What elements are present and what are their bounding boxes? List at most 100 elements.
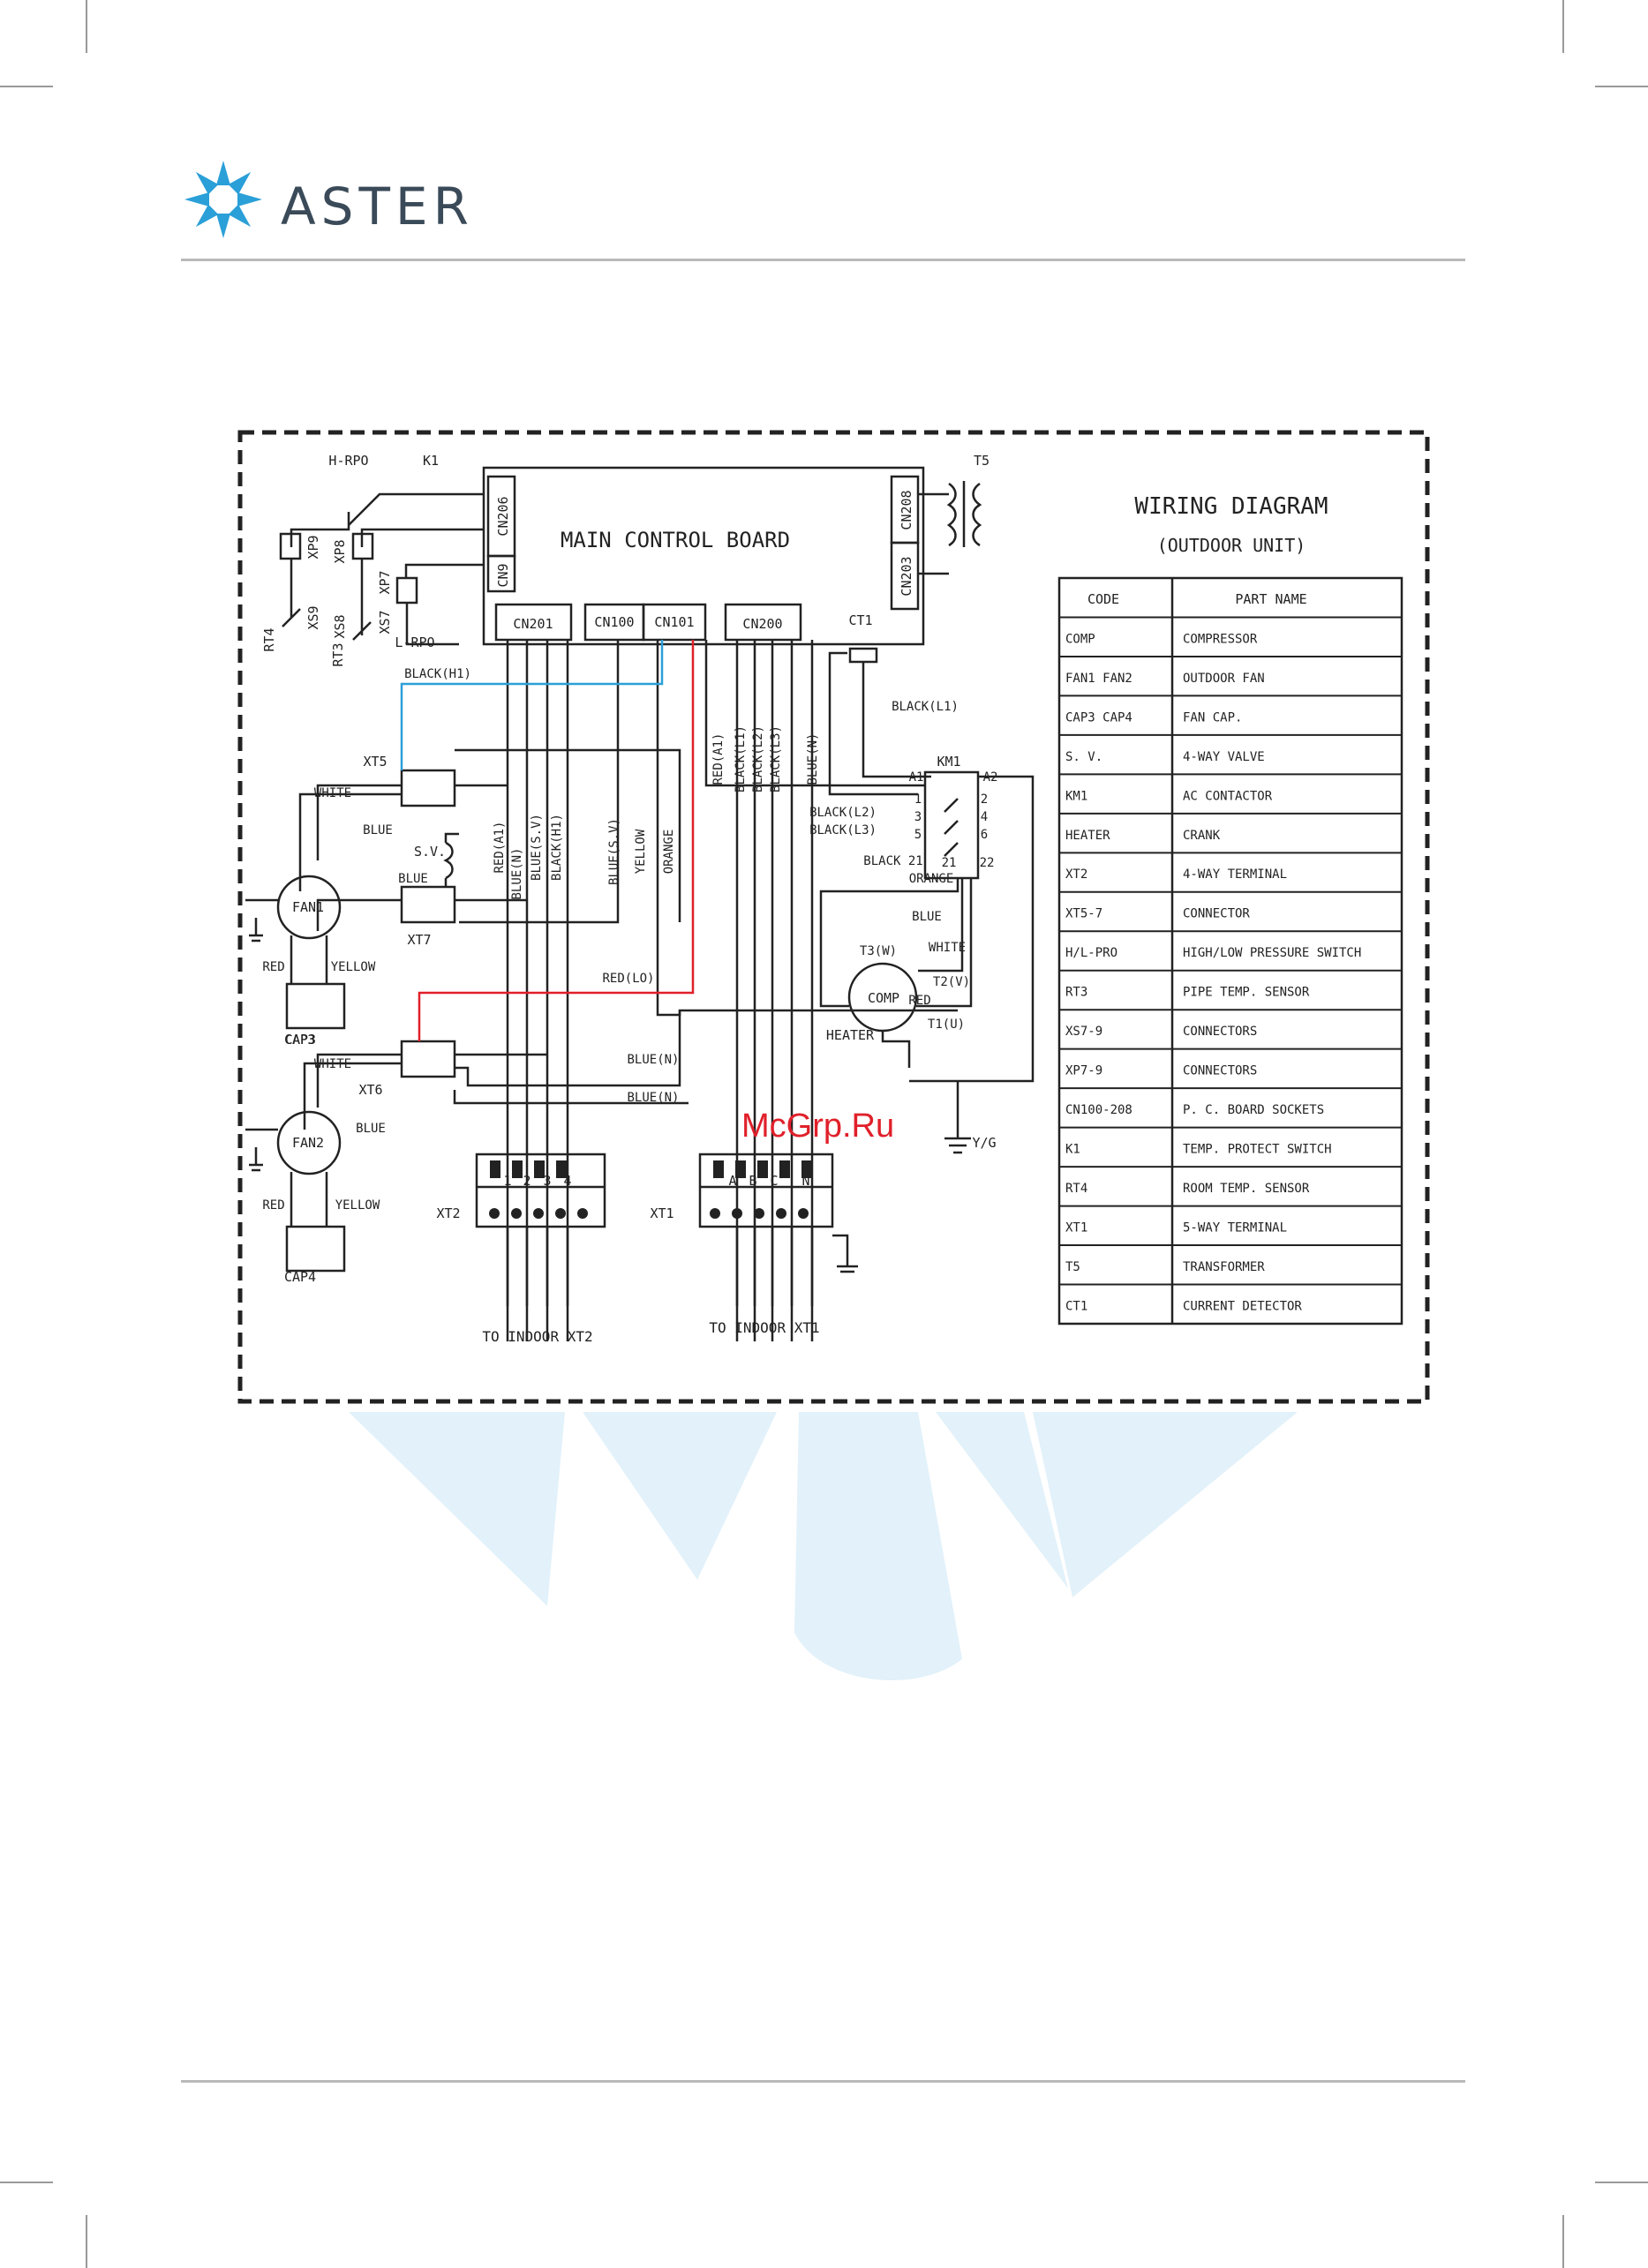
legend-code: KM1 [1065, 789, 1087, 803]
component-label: XP8 [332, 539, 348, 563]
wire-label: BLACK(H1) [404, 667, 471, 681]
wire-label: BLACK(L2) [809, 806, 877, 820]
crop-mark-tr-v [1562, 0, 1564, 53]
diagram-border [237, 430, 1430, 1404]
legend-header-code: CODE [1087, 591, 1119, 607]
km1-terminal-label: 21 [942, 856, 957, 870]
wire-label: YELLOW [331, 960, 376, 974]
wire-label: WHITE [314, 786, 351, 800]
wire-label: WHITE [314, 1057, 351, 1071]
wire-label: T2(V) [933, 975, 970, 989]
km1-terminal-label: 22 [980, 856, 995, 870]
socket-label: CN206 [495, 496, 511, 536]
blue-wire [400, 640, 664, 770]
legend-part-name: 4-WAY VALVE [1183, 750, 1265, 764]
cn201-box [494, 603, 573, 642]
legend-part-name: CONNECTOR [1183, 907, 1250, 921]
legend-part-name: CURRENT DETECTOR [1183, 1299, 1302, 1313]
component-label: H-RPO [328, 453, 368, 469]
wire-label: BLACK(L1) [734, 725, 748, 792]
legend-code: XP7-9 [1065, 1064, 1102, 1078]
km1-terminal-label: 3 [914, 810, 922, 824]
wire-label: YELLOW [335, 1198, 380, 1213]
legend-code: RT4 [1065, 1182, 1087, 1196]
crop-mark-bl-h [0, 2182, 53, 2183]
header-rule [181, 259, 1465, 261]
cn9-box [486, 554, 516, 593]
legend-part-name: TEMP. PROTECT SWITCH [1183, 1143, 1332, 1157]
diagram-title: WIRING DIAGRAM [1134, 493, 1328, 520]
xt1-terminal-label: B [749, 1173, 756, 1189]
component-label: KM1 [937, 754, 960, 770]
xt2-terminal-label: 2 [523, 1173, 531, 1189]
legend-part-name: 5-WAY TERMINAL [1183, 1220, 1287, 1235]
wire-label: BLUE(N) [627, 1053, 679, 1067]
legend-code: RT3 [1065, 986, 1087, 1000]
wire-label: BLACK(H1) [550, 814, 564, 881]
legend-code: K1 [1065, 1143, 1080, 1157]
km1-terminal-label: 4 [981, 810, 988, 824]
cn200-box [724, 603, 802, 642]
legend-part-name: PIPE TEMP. SENSOR [1183, 986, 1310, 1000]
legend-part-name: TRANSFORMER [1183, 1260, 1265, 1274]
wire-label: RED [262, 960, 284, 974]
xt2-terminal-label: 3 [543, 1173, 551, 1189]
component-label: CAP4 [284, 1269, 316, 1285]
component-label: XT6 [358, 1082, 382, 1098]
wire-label: BLUE(S.V) [607, 818, 621, 885]
component-label: XT7 [407, 932, 431, 948]
legend-part-name: 4-WAY TERMINAL [1183, 867, 1287, 882]
wire-label: WHITE [929, 941, 966, 955]
cn101-box [642, 603, 707, 642]
red-wire [418, 640, 695, 1041]
wire-label: BLUE(N) [627, 1091, 679, 1105]
legend-header-part: PART NAME [1235, 591, 1306, 607]
wire-label: RED(LO) [602, 972, 654, 986]
socket-label: CN9 [495, 563, 511, 587]
fan1-symbol [276, 875, 342, 940]
socket-label: CN201 [513, 616, 553, 632]
to-indoor-xt2-label: TO INDOOR XT2 [482, 1328, 592, 1345]
xt1-terminal-label: N [801, 1173, 809, 1189]
cap4-box [285, 1225, 346, 1273]
component-label: XP9 [305, 535, 321, 559]
diagram-subtitle: (OUTDOOR UNIT) [1157, 535, 1306, 556]
wire-label: BLUE(N) [510, 847, 524, 899]
component-label: CAP3 [284, 1032, 316, 1048]
component-label: S.V. [414, 844, 446, 860]
wire-label: BLUE(N) [806, 732, 820, 785]
legend-table [1057, 576, 1403, 1326]
km1-terminal-label: 5 [914, 828, 922, 842]
legend-code: XT5-7 [1065, 907, 1102, 921]
legend-part-name: HIGH/LOW PRESSURE SWITCH [1183, 946, 1361, 960]
wire-label: T1(U) [928, 1018, 965, 1032]
legend-code: COMP [1065, 632, 1095, 646]
wire-label: BLACK(L1) [892, 700, 959, 714]
component-label: RT4 [261, 627, 277, 651]
legend-code: XT1 [1065, 1220, 1087, 1235]
legend-code: T5 [1065, 1260, 1080, 1274]
legend-part-name: CONNECTORS [1183, 1025, 1257, 1039]
wire-label: BLACK(L3) [769, 725, 783, 792]
crop-mark-tl-h [0, 86, 53, 87]
wire-label: BLUE [363, 823, 393, 837]
background-fan-shapes [349, 1412, 1298, 1680]
component-label: XT1 [650, 1205, 673, 1221]
wire-label: BLUE [912, 910, 942, 924]
legend-part-name: COMPRESSOR [1183, 632, 1258, 646]
xt2-terminal-label: 1 [503, 1173, 511, 1189]
component-label: L-RPO [395, 635, 434, 650]
component-label: K1 [423, 453, 439, 469]
component-label: Y/G [972, 1135, 996, 1151]
crop-mark-br-v [1562, 2215, 1564, 2268]
km1-terminal-label: A2 [983, 770, 998, 785]
km1-terminal-label: A1 [909, 770, 924, 785]
xt5-box [400, 769, 456, 807]
wire-label: YELLOW [634, 829, 648, 874]
crop-mark-br-h [1595, 2182, 1648, 2183]
km1-terminal-label: 1 [914, 792, 922, 807]
legend-code: FAN1 FAN2 [1065, 672, 1133, 686]
wire-label: BLACK(L2) [751, 725, 765, 792]
wire-label: RED(A1) [711, 732, 726, 785]
